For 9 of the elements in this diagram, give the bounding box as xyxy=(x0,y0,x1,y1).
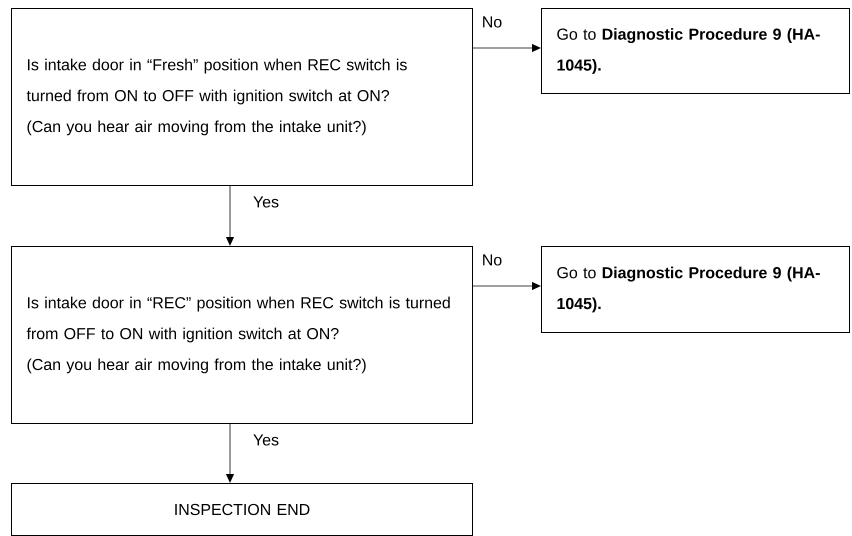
edge-label: Yes xyxy=(252,195,280,209)
edge-label: No xyxy=(480,253,504,267)
question-box: Is intake door in “REC” position when REC switch is turned from OFF to ON with ignition switch at ON? (Can you hear air moving from the intake unit?) xyxy=(11,246,473,424)
question-box: Is intake door in “Fresh” position when REC switch is turned from ON to OFF with ignition switch at ON? (Can you hear air moving from the intake unit?) xyxy=(11,8,473,186)
action-box: Go to Diagnostic Procedure 9 (HA-1045). xyxy=(541,246,850,333)
end-box: INSPECTION END xyxy=(11,483,473,536)
action-box: Go to Diagnostic Procedure 9 (HA-1045). xyxy=(541,8,850,94)
edge-label: Yes xyxy=(252,433,280,447)
edge-label: No xyxy=(480,15,504,29)
